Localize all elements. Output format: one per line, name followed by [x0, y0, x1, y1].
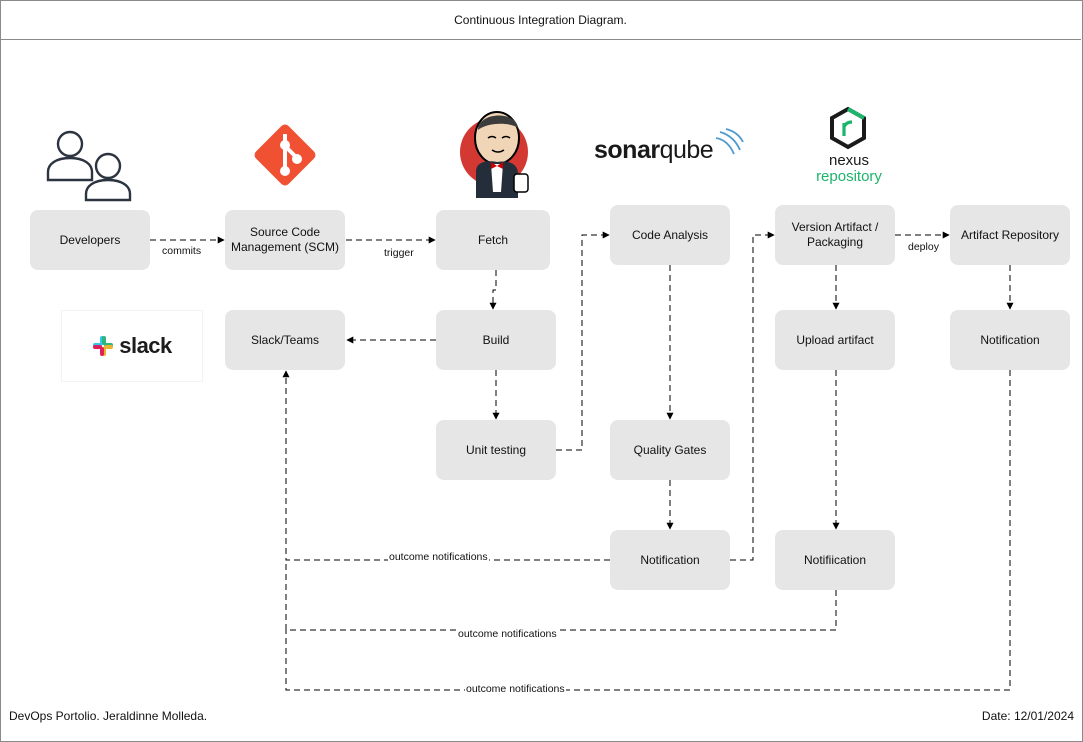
- node-artifact-repository[interactable]: Artifact Repository: [950, 205, 1070, 265]
- diagram-title: Continuous Integration Diagram.: [0, 0, 1081, 40]
- node-build[interactable]: Build: [436, 310, 556, 370]
- edge-fetch-build: [489, 270, 497, 310]
- edge-label-outcome-1: outcome notifications: [388, 551, 489, 563]
- nexus-logo-line2: repository: [816, 168, 882, 185]
- jenkins-icon: [460, 111, 529, 198]
- edge-outcome-1: [282, 370, 610, 561]
- edge-notification-version: [730, 231, 775, 561]
- edge-unit-code: [556, 231, 610, 451]
- edge-outcome-3: [285, 370, 1011, 691]
- node-upload-artifact[interactable]: Upload artifact: [775, 310, 895, 370]
- edge-label-outcome-3: outcome notifications: [465, 683, 566, 695]
- sonarqube-logo-text-2: qube: [659, 136, 714, 164]
- footer-date: Date: 12/01/2024: [981, 709, 1074, 723]
- node-scm[interactable]: Source Code Management (SCM): [225, 210, 345, 270]
- node-notification-repo[interactable]: Notification: [950, 310, 1070, 370]
- edge-label-trigger: trigger: [383, 247, 415, 259]
- node-code-analysis[interactable]: Code Analysis: [610, 205, 730, 265]
- nexus-logo-line1: nexus: [828, 152, 870, 169]
- edge-label-outcome-2: outcome notifications: [457, 628, 558, 640]
- sonarqube-logo-text-1: sonar: [594, 136, 660, 164]
- node-notification-quality[interactable]: Notification: [610, 530, 730, 590]
- sonarqube-logo: sonarqube: [594, 128, 754, 168]
- node-slack-teams[interactable]: Slack/Teams: [225, 310, 345, 370]
- edge-outcome-2: [285, 560, 837, 631]
- slack-logo: slack: [61, 310, 203, 382]
- node-quality-gates[interactable]: Quality Gates: [610, 420, 730, 480]
- sonar-wave-icon: [715, 128, 744, 155]
- users-icon: [46, 130, 132, 202]
- node-developers[interactable]: Developers: [30, 210, 150, 270]
- node-notification-nexus[interactable]: Notifiication: [775, 530, 895, 590]
- slack-icon: [93, 336, 114, 356]
- footer-author: DevOps Portolio. Jeraldinne Molleda.: [9, 709, 208, 723]
- nexus-logo: nexus repository: [806, 106, 892, 188]
- slack-logo-text: slack: [119, 333, 172, 358]
- git-icon: [254, 124, 316, 186]
- node-fetch[interactable]: Fetch: [436, 210, 550, 270]
- edge-label-deploy: deploy: [907, 241, 940, 253]
- node-version-artifact[interactable]: Version Artifact / Packaging: [775, 205, 895, 265]
- edge-label-commits: commits: [161, 245, 203, 257]
- node-unit-testing[interactable]: Unit testing: [436, 420, 556, 480]
- nexus-hexagon-icon: [830, 106, 866, 150]
